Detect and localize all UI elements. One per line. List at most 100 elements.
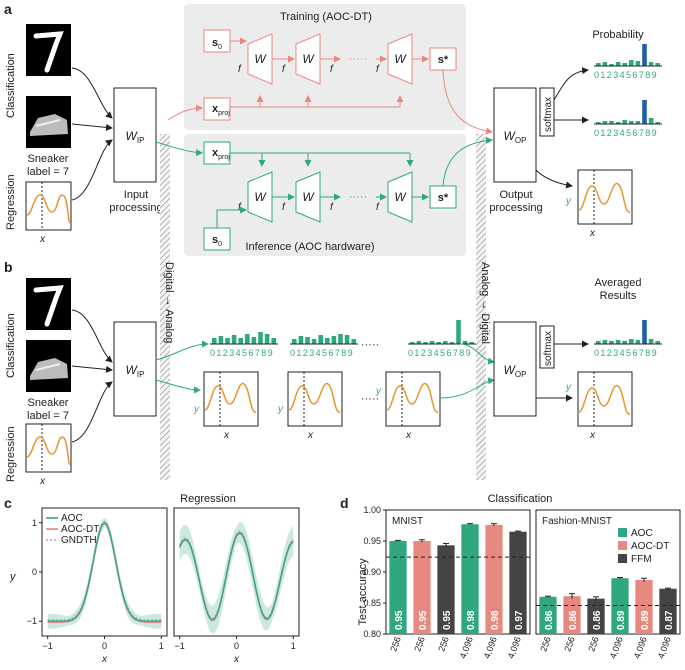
prob-bar-3 <box>231 335 237 344</box>
prob-bar-9 <box>271 338 276 344</box>
classification-label-b: Classification <box>5 313 17 378</box>
f-inference-4: f <box>376 202 380 213</box>
test-accuracy-label: Test accuracy <box>357 558 369 626</box>
bar-value-label-5: 0.97 <box>514 610 525 630</box>
prob-bar-6 <box>449 342 455 344</box>
sneaker-image-a <box>26 96 71 148</box>
probability-histogram-bottom <box>594 100 662 125</box>
w-inference-3: W <box>394 190 407 204</box>
prob-bar-8 <box>648 118 654 124</box>
digital-to-analog-label: Digital → Analog <box>163 262 175 343</box>
regression-y-axis-label: y <box>9 571 17 583</box>
input-processing-label-1: Input <box>124 189 148 201</box>
prob-bar-2 <box>609 64 614 66</box>
category-label-2: 256 <box>436 635 451 653</box>
f-training-3: f <box>330 64 334 75</box>
aoc-line <box>47 521 162 622</box>
x-tick-label: 1 <box>159 641 164 651</box>
aoc-line <box>179 531 294 621</box>
aoc-uncertainty-band <box>179 521 294 634</box>
prob-bar-7 <box>642 100 647 124</box>
bar-value-label-3: 0.89 <box>616 610 627 630</box>
digits-b-3: 0123456789 <box>408 348 472 358</box>
dots-inference: ····· <box>349 191 367 203</box>
prob-bar-7 <box>258 332 263 344</box>
label-equals-seven: label = 7 <box>27 166 69 178</box>
s-star-inference: s* <box>438 192 449 204</box>
prob-bar-2 <box>305 337 310 344</box>
classification-label-a: Classification <box>5 53 17 118</box>
f-training-1: f <box>238 64 242 75</box>
w-training-3: W <box>394 52 407 66</box>
prob-bar-3 <box>429 341 435 344</box>
x-label-input-b: x <box>39 476 46 487</box>
w-inference-1: W <box>254 190 267 204</box>
prob-bar-9 <box>469 342 474 344</box>
aoc-dt-line <box>47 522 162 623</box>
s0-inference: s0 <box>212 234 222 248</box>
classification-chart-title: Classification <box>488 493 553 505</box>
prob-bar-4 <box>436 342 441 344</box>
prob-bar-1 <box>602 121 608 124</box>
prob-bar-1 <box>602 62 608 66</box>
panel-label-c: c <box>4 495 12 511</box>
bar-chart-frame <box>535 509 681 635</box>
probability-title: Probability <box>592 29 644 41</box>
prob-bar-1 <box>218 336 224 344</box>
probability-histogram-top <box>594 44 662 67</box>
sneaker-image-b <box>26 340 71 392</box>
dots-b-top: ····· <box>361 339 379 351</box>
inference-histograms-b <box>210 320 476 345</box>
prob-bar-3 <box>615 340 621 344</box>
output-processing-label-2: processing <box>489 202 542 214</box>
probability-digits-top: 0123456789 <box>594 70 658 80</box>
x-tick-label: 1 <box>291 641 296 651</box>
prob-bar-6 <box>635 61 641 66</box>
prob-bar-0 <box>212 338 217 344</box>
legend-label-0: AOC <box>631 528 653 539</box>
output-processing-block-b: WOP <box>493 321 537 417</box>
prob-bar-5 <box>629 60 634 66</box>
label-equals-seven-b: label = 7 <box>27 410 69 422</box>
w-training-1: W <box>254 52 267 66</box>
f-training-2: f <box>282 64 286 75</box>
prob-bar-5 <box>443 341 448 344</box>
digits-b-1: 0123456789 <box>210 348 274 358</box>
category-label-0: 256 <box>388 635 403 653</box>
prob-bar-2 <box>609 341 614 344</box>
panel-label-a: a <box>4 1 12 17</box>
prob-bar-0 <box>410 342 415 344</box>
digit-seven-image-a <box>26 24 71 76</box>
regression-output-plot-a: y x <box>565 169 633 239</box>
category-label-0: 256 <box>538 635 553 653</box>
inference-region <box>184 134 466 256</box>
y-tick-label: 0.90 <box>363 567 381 577</box>
y-tick-label: 1.00 <box>363 505 381 515</box>
bar-value-label-4: 0.98 <box>490 610 501 630</box>
prob-bar-8 <box>648 339 654 344</box>
s-star-training: s* <box>438 54 449 66</box>
analog-to-digital-label: Analog → Digital <box>479 262 491 344</box>
svg-text:·····: ····· <box>361 393 379 405</box>
prob-bar-3 <box>311 339 317 344</box>
svg-text:y: y <box>565 382 572 393</box>
y-tick-label: 1 <box>32 518 37 528</box>
prob-bar-7 <box>642 44 647 66</box>
regression-plot-frame <box>173 507 300 637</box>
averaged-digits: 0123456789 <box>594 348 658 358</box>
input-processing-label-2: processing <box>109 202 162 214</box>
panel-label-b: b <box>4 259 13 275</box>
prob-bar-5 <box>245 334 250 344</box>
x-label-input-a: x <box>39 234 46 245</box>
legend-swatch-1 <box>618 541 627 550</box>
svg-text:y: y <box>193 404 200 415</box>
prob-bar-0 <box>596 341 601 344</box>
softmax-label-b: softmax <box>543 331 554 366</box>
probability-digits-bottom: 0123456789 <box>594 128 658 138</box>
gndth-line <box>179 530 294 619</box>
accuracy-bar-1 <box>413 541 431 634</box>
averaged-histogram <box>594 320 662 345</box>
averaged-results-label-2: Results <box>600 290 637 302</box>
y-tick-label: 0.85 <box>363 598 381 608</box>
w-training-2: W <box>302 52 315 66</box>
